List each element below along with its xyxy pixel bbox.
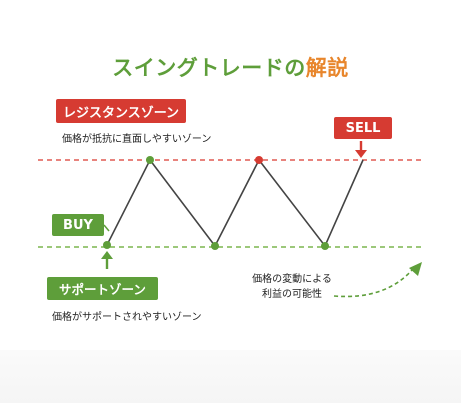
touch-point-support [321,242,329,250]
resistance-zone-label: レジスタンスゾーン [56,99,186,123]
profit-note-line2: 利益の可能性 [262,289,322,300]
bottom-background [0,350,461,403]
resistance-zone-description: 価格が抵抗に直面しやすいゾーン [62,134,212,145]
sell-arrow-icon [355,141,367,158]
touch-point-support [103,241,111,249]
title-highlight: 解説 [305,56,349,80]
page-title: スイングトレードの解説 [0,52,461,82]
buy-label: BUY [52,214,104,236]
profit-note: 価格の変動による 利益の可能性 [246,272,338,302]
buy-arrow-icon [101,251,113,269]
price-zigzag [106,158,364,248]
profit-note-line1: 価格の変動による [252,274,332,285]
sell-label: SELL [334,117,392,139]
touch-point-resistance-red [255,156,263,164]
support-zone-label: サポートゾーン [47,277,158,300]
touch-point-resistance [146,156,154,164]
support-zone-description: 価格がサポートされやすいゾーン [52,312,202,323]
buy-connector [103,224,110,232]
title-main: スイングトレードの [112,56,306,80]
profit-arrow-icon [333,262,422,298]
touch-point-support [211,242,219,250]
